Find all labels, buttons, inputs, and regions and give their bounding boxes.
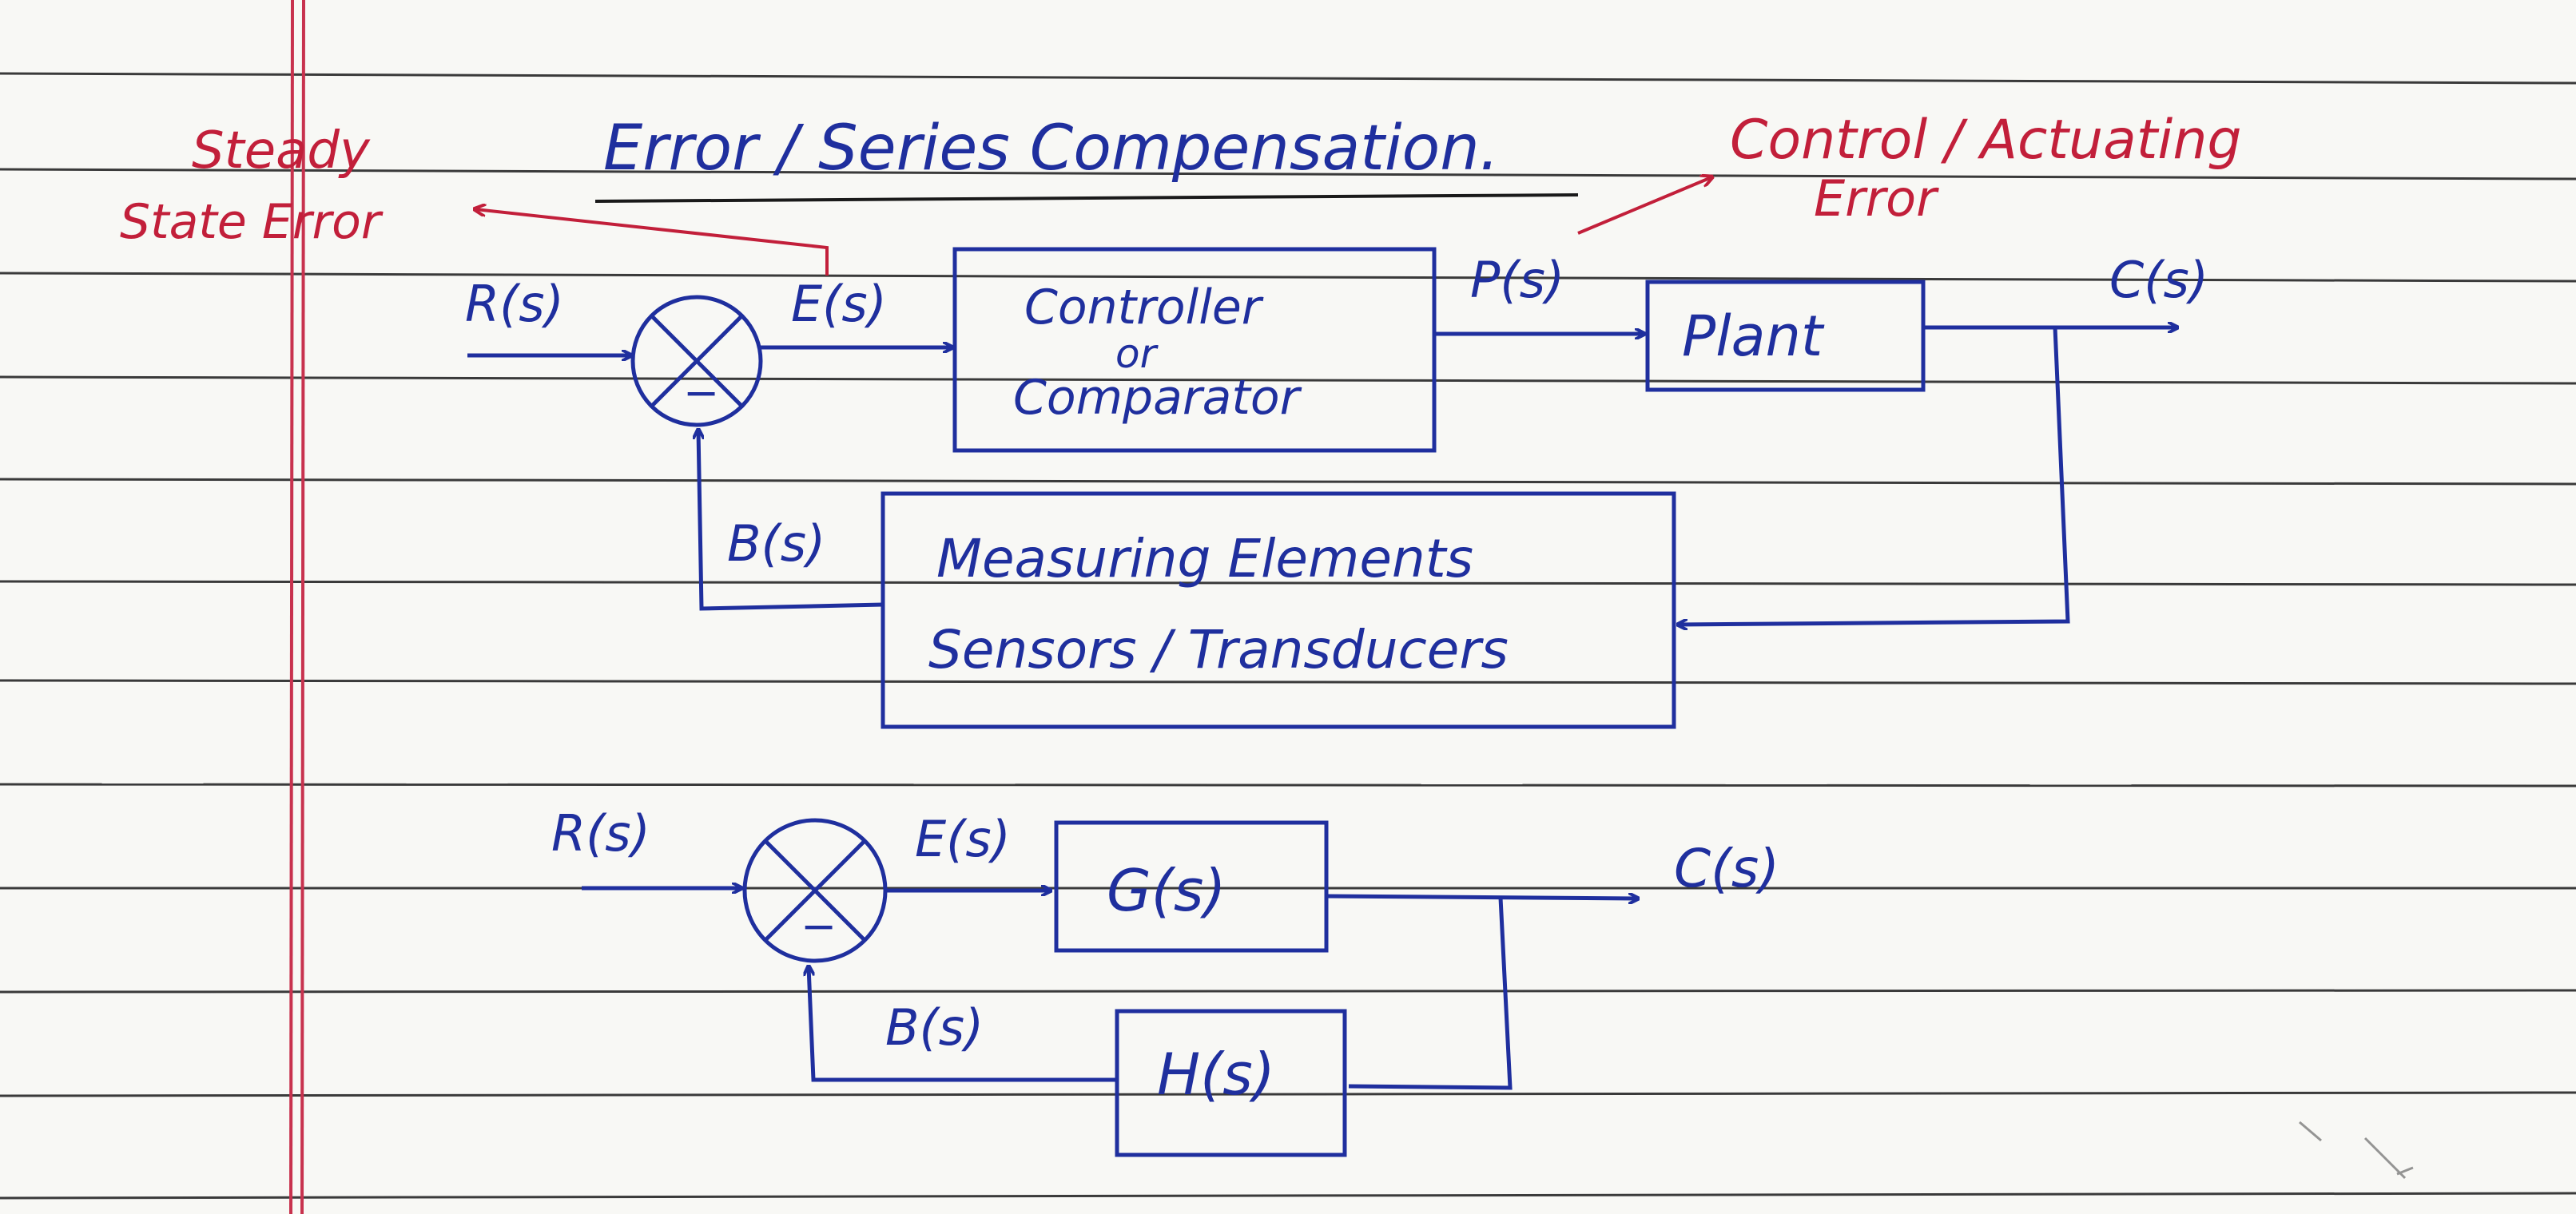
d1-feedback-path (1678, 327, 2070, 625)
d1-feedback-return (698, 430, 884, 611)
d2-feedback-label: B(s) (885, 998, 984, 1057)
d2-input-label: R(s) (551, 804, 650, 863)
d1-plant-label: Plant (1682, 304, 1825, 369)
d1-output-label: C(s) (2109, 251, 2208, 309)
d1-error-label: E(s) (791, 275, 887, 333)
d1-measuring-block (881, 491, 1676, 729)
control-actuating-label-line2: Error (1814, 169, 1939, 228)
d1-measuring-label-line2: Sensors / Transducers (928, 619, 1509, 680)
d2-h-block (1115, 1009, 1347, 1157)
d2-feedback-return (809, 966, 1117, 1082)
margin-lines (289, 0, 305, 1214)
steady-state-pointer (475, 209, 829, 276)
title-underline (594, 193, 1579, 203)
diagram-2 (582, 818, 1638, 1157)
d2-output-arrow (1326, 896, 1638, 899)
d1-minus-sign: − (683, 367, 719, 418)
d1-feedback-label: B(s) (727, 514, 825, 573)
d1-input-label: R(s) (465, 275, 564, 333)
diagram-1 (467, 247, 2177, 729)
control-actuating-label-line1: Control / Actuating (1730, 109, 2242, 172)
control-actuating-pointer (1577, 177, 1711, 235)
stray-pen-marks (2299, 1121, 2414, 1180)
d1-plant-block (1645, 280, 1926, 392)
d2-error-label: E(s) (915, 810, 1011, 868)
d2-g-label: G(s) (1107, 857, 1226, 924)
d2-output-label: C(s) (1674, 838, 1779, 899)
d2-g-block (1054, 820, 1329, 953)
d1-controller-block (952, 247, 1437, 453)
d1-p-label: P(s) (1470, 251, 1564, 309)
d1-measuring-label-line1: Measuring Elements (936, 528, 1473, 589)
steady-state-label-line1: Steady (192, 121, 371, 181)
page-title: Error / Series Compensation. (603, 113, 1499, 184)
d1-summing-junction (630, 295, 763, 427)
d1-controller-label-line3: Comparator (1013, 370, 1302, 426)
d2-minus-sign: − (801, 901, 837, 951)
d2-feedback-path (1348, 897, 1513, 1090)
d1-controller-label-line1: Controller (1024, 280, 1264, 335)
d2-h-label: H(s) (1157, 1041, 1275, 1108)
steady-state-label-line2: State Error (120, 194, 384, 250)
ruled-lines (0, 72, 2576, 1200)
d1-controller-label-line2: or (1115, 331, 1159, 377)
